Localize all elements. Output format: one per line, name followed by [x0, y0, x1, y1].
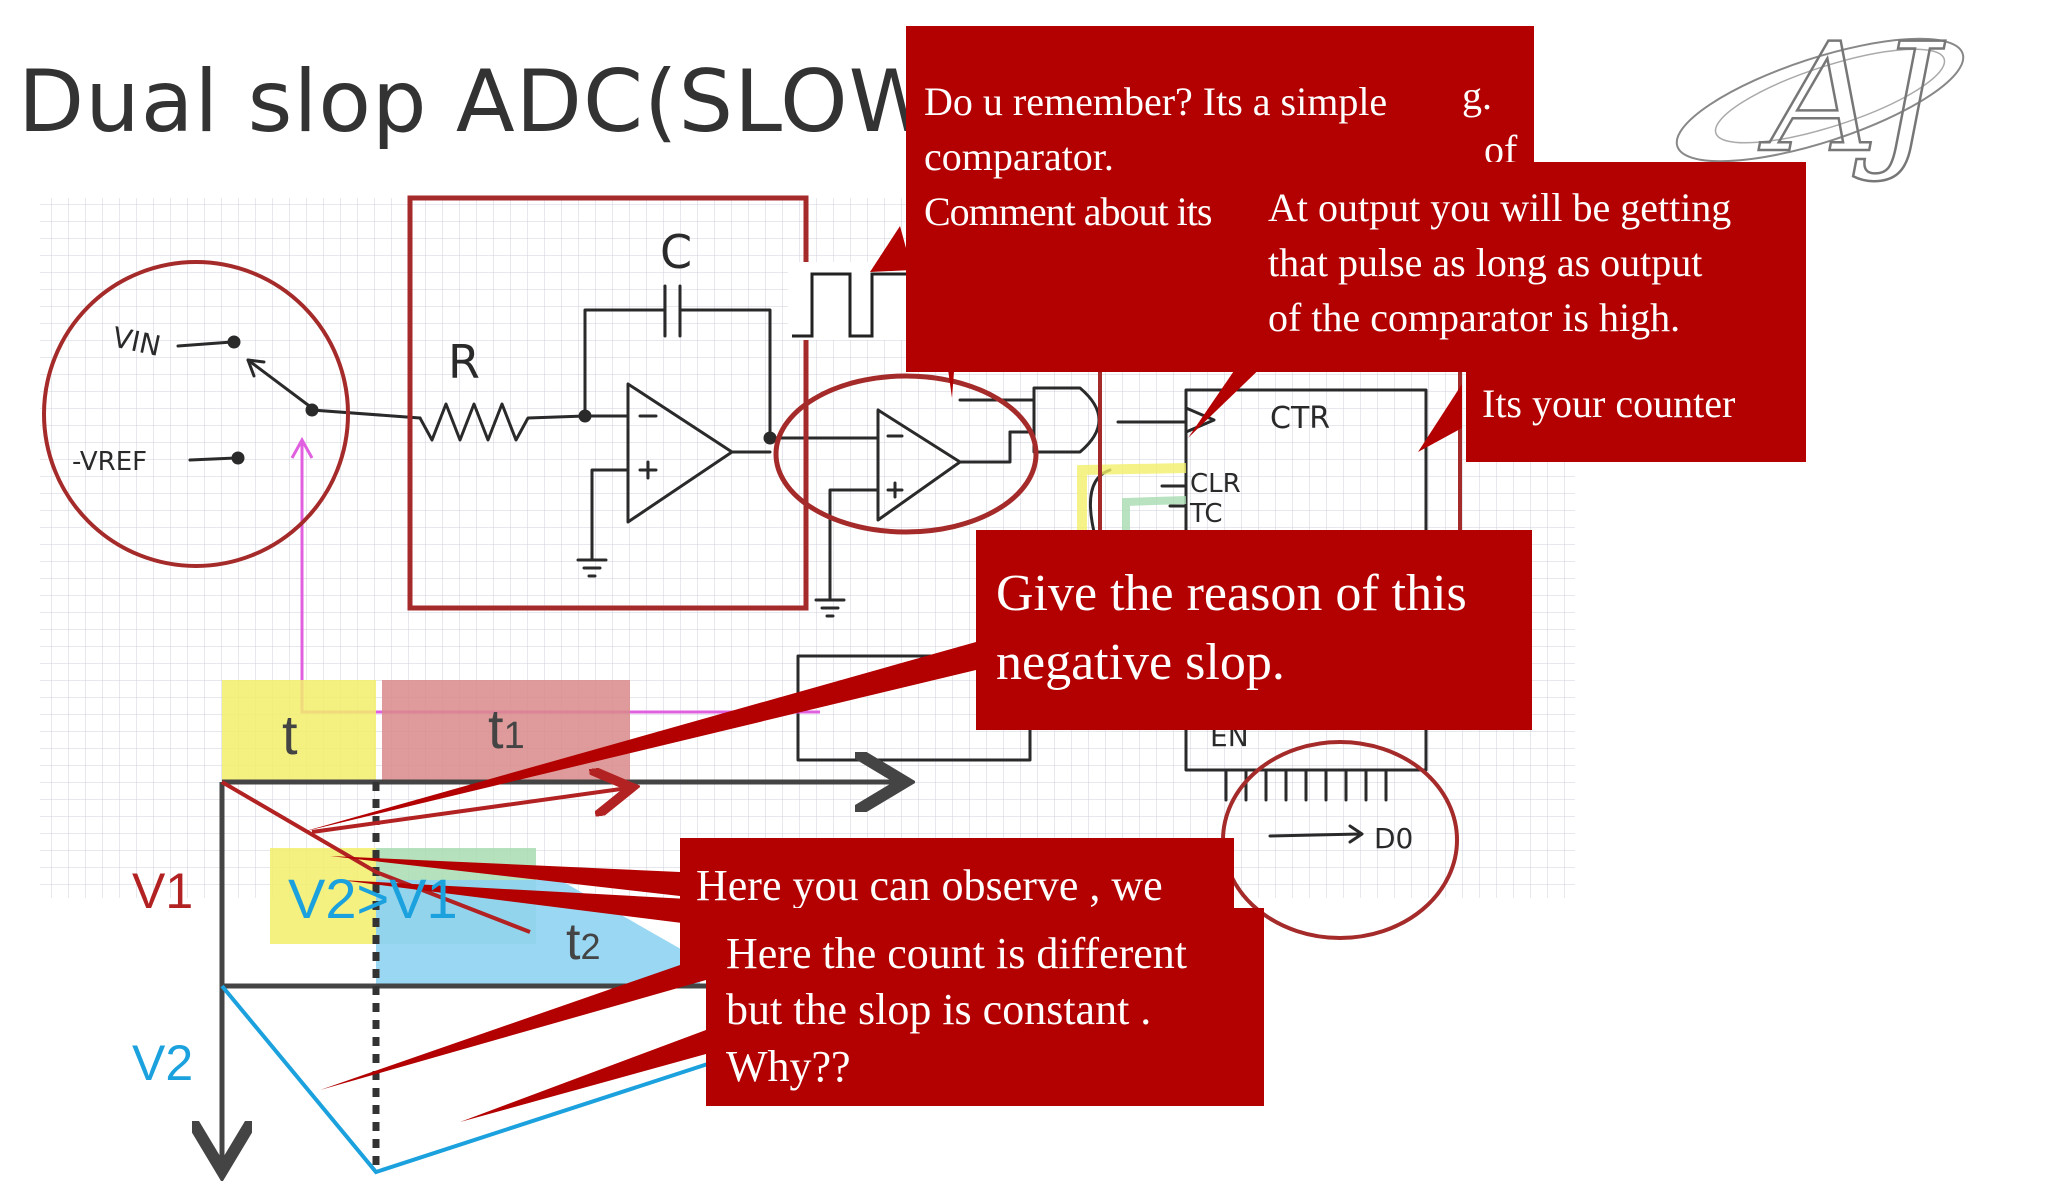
slide-title: Dual slop ADC(SLOW) — [18, 52, 970, 152]
callout-slope-line: negative slop. — [996, 633, 1285, 691]
callout-count-line: but the slop is constant . — [726, 985, 1152, 1035]
slope-pointer — [302, 642, 976, 832]
t1-label: tt11 — [488, 697, 525, 760]
r-label: R — [448, 335, 480, 389]
observe-pointer — [330, 856, 680, 896]
switch-node-vref — [231, 451, 245, 465]
count-pointer-1 — [320, 956, 706, 1090]
counter-outputs — [1224, 768, 1388, 802]
highlight-t — [222, 680, 376, 780]
d0-label: D0 — [1374, 822, 1413, 855]
switch-circle — [42, 260, 350, 568]
integrator-opamp — [626, 382, 734, 524]
comparator-opamp — [876, 408, 962, 522]
callout-counter: Its your counter — [1466, 342, 1806, 462]
v1-ramp — [220, 780, 531, 934]
ctr-label: CTR — [1270, 401, 1330, 436]
switch-wire-vin — [176, 340, 234, 348]
tc-label: TC — [1189, 499, 1223, 529]
logo: AJ — [1675, 11, 1965, 187]
callout-output-line: At output you will be getting — [1268, 185, 1732, 230]
switch-arm — [246, 358, 314, 410]
v1-label: V1 — [132, 863, 194, 919]
ground-1 — [576, 538, 608, 578]
callout-output-line: of the comparator is high. — [1268, 295, 1681, 341]
v1-return-arrow — [311, 788, 628, 834]
v2-gt-v1-label: V2>V1 — [288, 867, 458, 930]
counter-pointer — [1418, 384, 1462, 452]
callout-output: At output you will be getting that pulse… — [1250, 162, 1806, 342]
callout-slope: Give the reason of this negative slop. — [976, 530, 1532, 730]
highlight-t1 — [382, 680, 630, 780]
vref-label: -VREF — [72, 447, 147, 477]
t2-label: tt22 — [566, 913, 601, 971]
t-label: t — [282, 703, 298, 766]
ground-2 — [814, 598, 846, 618]
callout-count-line: Why?? — [726, 1041, 851, 1091]
v2-label: V2 — [132, 1035, 194, 1091]
comparator-circle — [773, 373, 1039, 535]
logo-text: AJ — [1758, 12, 1946, 186]
callout-comparator-partial: g. — [1462, 73, 1492, 118]
highlight-v2-yellow — [270, 848, 376, 944]
callout-slope-line: Give the reason of this — [996, 565, 1467, 622]
callout-comparator-line: comparator. — [924, 134, 1114, 180]
pulse-pointer — [870, 226, 912, 272]
c-label: C — [660, 225, 692, 279]
v2-ramp — [220, 984, 721, 1175]
count-pointer-3 — [340, 880, 706, 926]
integrator-feedback — [583, 308, 772, 440]
callout-output-line: that pulse as long as output — [1268, 240, 1703, 286]
callout-count: Here the count is different but the slop… — [706, 908, 1264, 1106]
callout-comparator-line: Comment about its — [924, 189, 1212, 235]
resistor — [418, 402, 587, 442]
clr-label: CLR — [1190, 469, 1241, 499]
capacitor — [663, 284, 682, 338]
callout-counter-line: Its your counter — [1482, 381, 1736, 426]
callout-comparator-line: Do u remember? Its a simple — [924, 79, 1388, 124]
switch-node-vin — [227, 335, 241, 349]
highlight-t2 — [376, 880, 700, 984]
callout-observe-line: Here you can observe , we — [696, 861, 1163, 910]
count-pointer-2 — [460, 1030, 706, 1122]
switch-wire-vref — [188, 456, 238, 462]
callout-count-line: Here the count is different — [726, 929, 1188, 978]
